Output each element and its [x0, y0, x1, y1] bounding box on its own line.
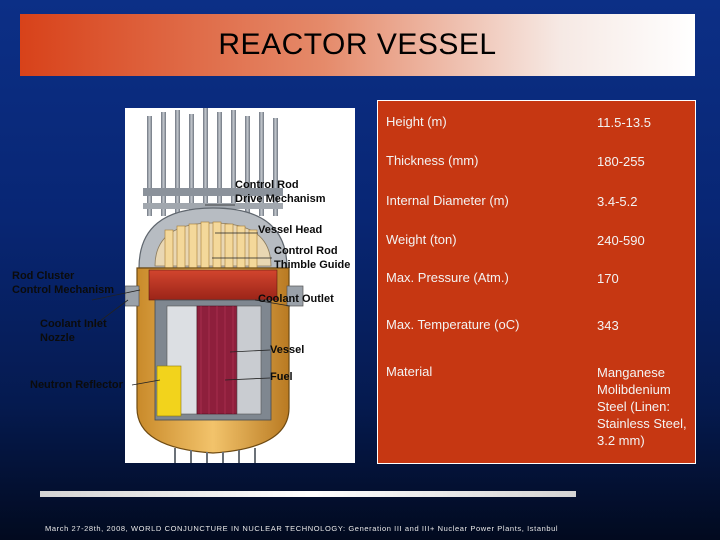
label-rod-cluster: Rod Cluster Control Mechanism [12, 270, 115, 296]
thimble-guides [164, 221, 258, 271]
label-coolant-outlet: Coolant Outlet [258, 293, 334, 305]
drive-rods [143, 108, 283, 216]
reflector-block [156, 365, 182, 417]
reactor-cutaway-drawing [125, 108, 304, 463]
spec-key: Max. Temperature (oC) [386, 317, 520, 332]
label-thimble-guide: Control Rod Thimble Guide [274, 245, 351, 271]
spec-value: Manganese Molibdenium Steel (Linen: Stai… [597, 365, 687, 448]
outlet-nozzle [286, 285, 304, 307]
title-bar: REACTOR VESSEL [20, 14, 695, 76]
label-coolant-inlet: Coolant Inlet Nozzle [40, 318, 107, 344]
label-control-rod-drive: Control Rod Drive Mechanism [235, 179, 326, 205]
spec-key: Internal Diameter (m) [386, 193, 509, 208]
spec-key: Max. Pressure (Atm.) [386, 270, 509, 285]
bottom-divider [40, 491, 576, 497]
reactor-vessel-illustration [125, 108, 355, 463]
spec-value: 180-255 [597, 154, 645, 169]
footer-text: March 27-28th, 2008, WORLD CONJUNCTURE I… [45, 524, 559, 533]
label-vessel: Vessel [270, 344, 305, 356]
spec-value: 11.5-13.5 [597, 115, 651, 130]
spec-key: Height (m) [386, 114, 447, 129]
slide-title: REACTOR VESSEL [218, 28, 497, 61]
spec-value: 240-590 [597, 233, 645, 248]
spec-key: Thickness (mm) [386, 153, 479, 168]
label-neutron-reflector: Neutron Reflector [30, 379, 123, 391]
spec-value: 170 [597, 271, 619, 286]
specifications-table: Height (m) 11.5-13.5 Thickness (mm) 180-… [377, 100, 696, 464]
spec-key: Material [386, 364, 433, 379]
label-vessel-head: Vessel Head [258, 224, 323, 236]
spec-value: 343 [597, 318, 619, 333]
spec-key: Weight (ton) [386, 232, 457, 247]
bottom-instrumentation [174, 448, 256, 463]
label-fuel: Fuel [270, 371, 293, 383]
spec-value: 3.4-5.2 [597, 194, 638, 209]
